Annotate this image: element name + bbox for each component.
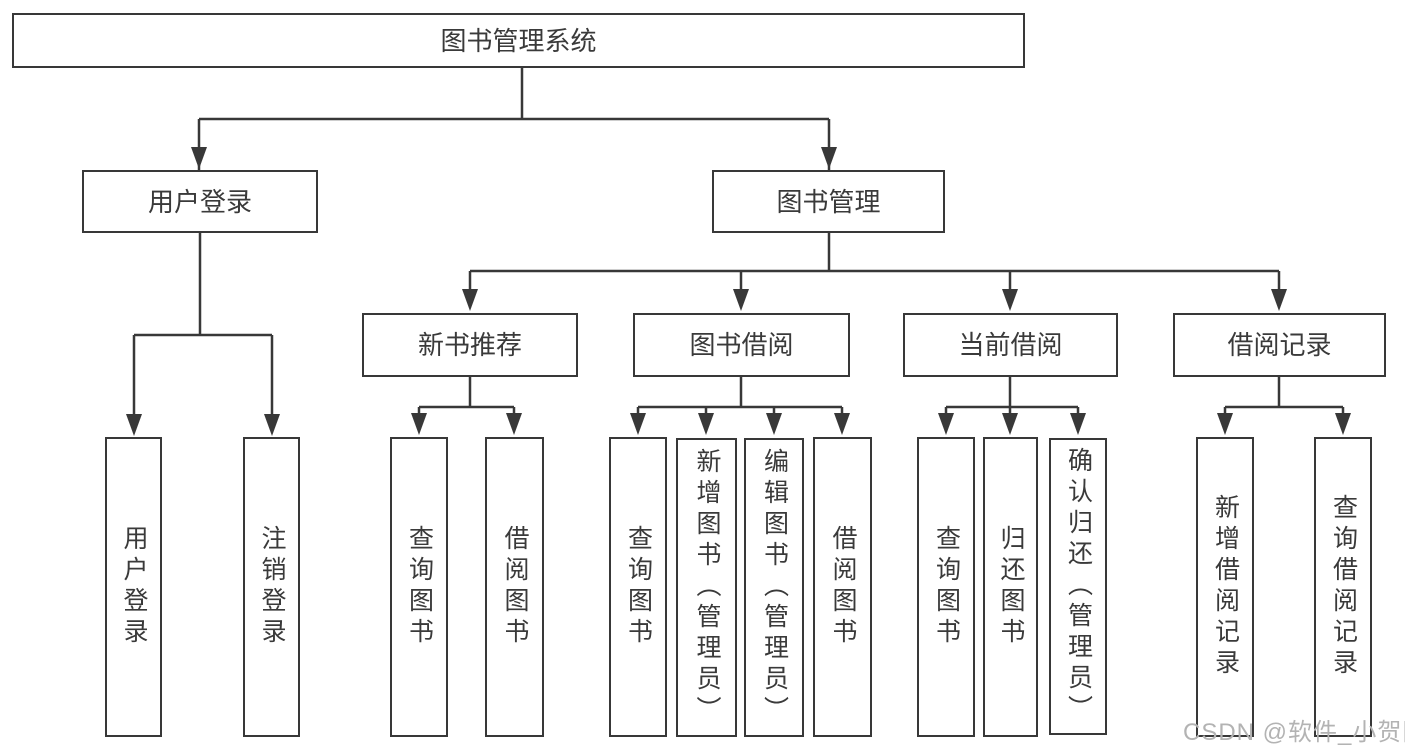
leaf-borrow-books: 借阅图书	[813, 437, 872, 737]
node-book-management: 图书管理	[712, 170, 945, 233]
node-book-borrow: 图书借阅	[633, 313, 850, 377]
leaf-edit-books-admin: 编辑图书（管理员）	[744, 438, 804, 737]
leaf-query-borrow-record: 查询借阅记录	[1314, 437, 1372, 737]
node-new-book-recommend: 新书推荐	[362, 313, 578, 377]
leaf-return-books: 归还图书	[983, 437, 1038, 737]
leaf-add-books-admin: 新增图书（管理员）	[676, 438, 737, 737]
leaf-borrow-books-recommend: 借阅图书	[485, 437, 544, 737]
leaf-user-login: 用户登录	[105, 437, 162, 737]
node-borrow-record: 借阅记录	[1173, 313, 1386, 377]
leaf-query-books-current: 查询图书	[917, 437, 975, 737]
leaf-query-books-recommend: 查询图书	[390, 437, 448, 737]
watermark: CSDN @软件_小贺同学	[1183, 719, 1405, 746]
node-library-system: 图书管理系统	[12, 13, 1025, 68]
leaf-confirm-return-admin: 确认归还（管理员）	[1049, 438, 1107, 735]
leaf-add-borrow-record: 新增借阅记录	[1196, 437, 1254, 737]
leaf-query-books-borrow: 查询图书	[609, 437, 667, 737]
node-current-borrow: 当前借阅	[903, 313, 1118, 377]
leaf-logout-login: 注销登录	[243, 437, 300, 737]
node-user-login: 用户登录	[82, 170, 318, 233]
